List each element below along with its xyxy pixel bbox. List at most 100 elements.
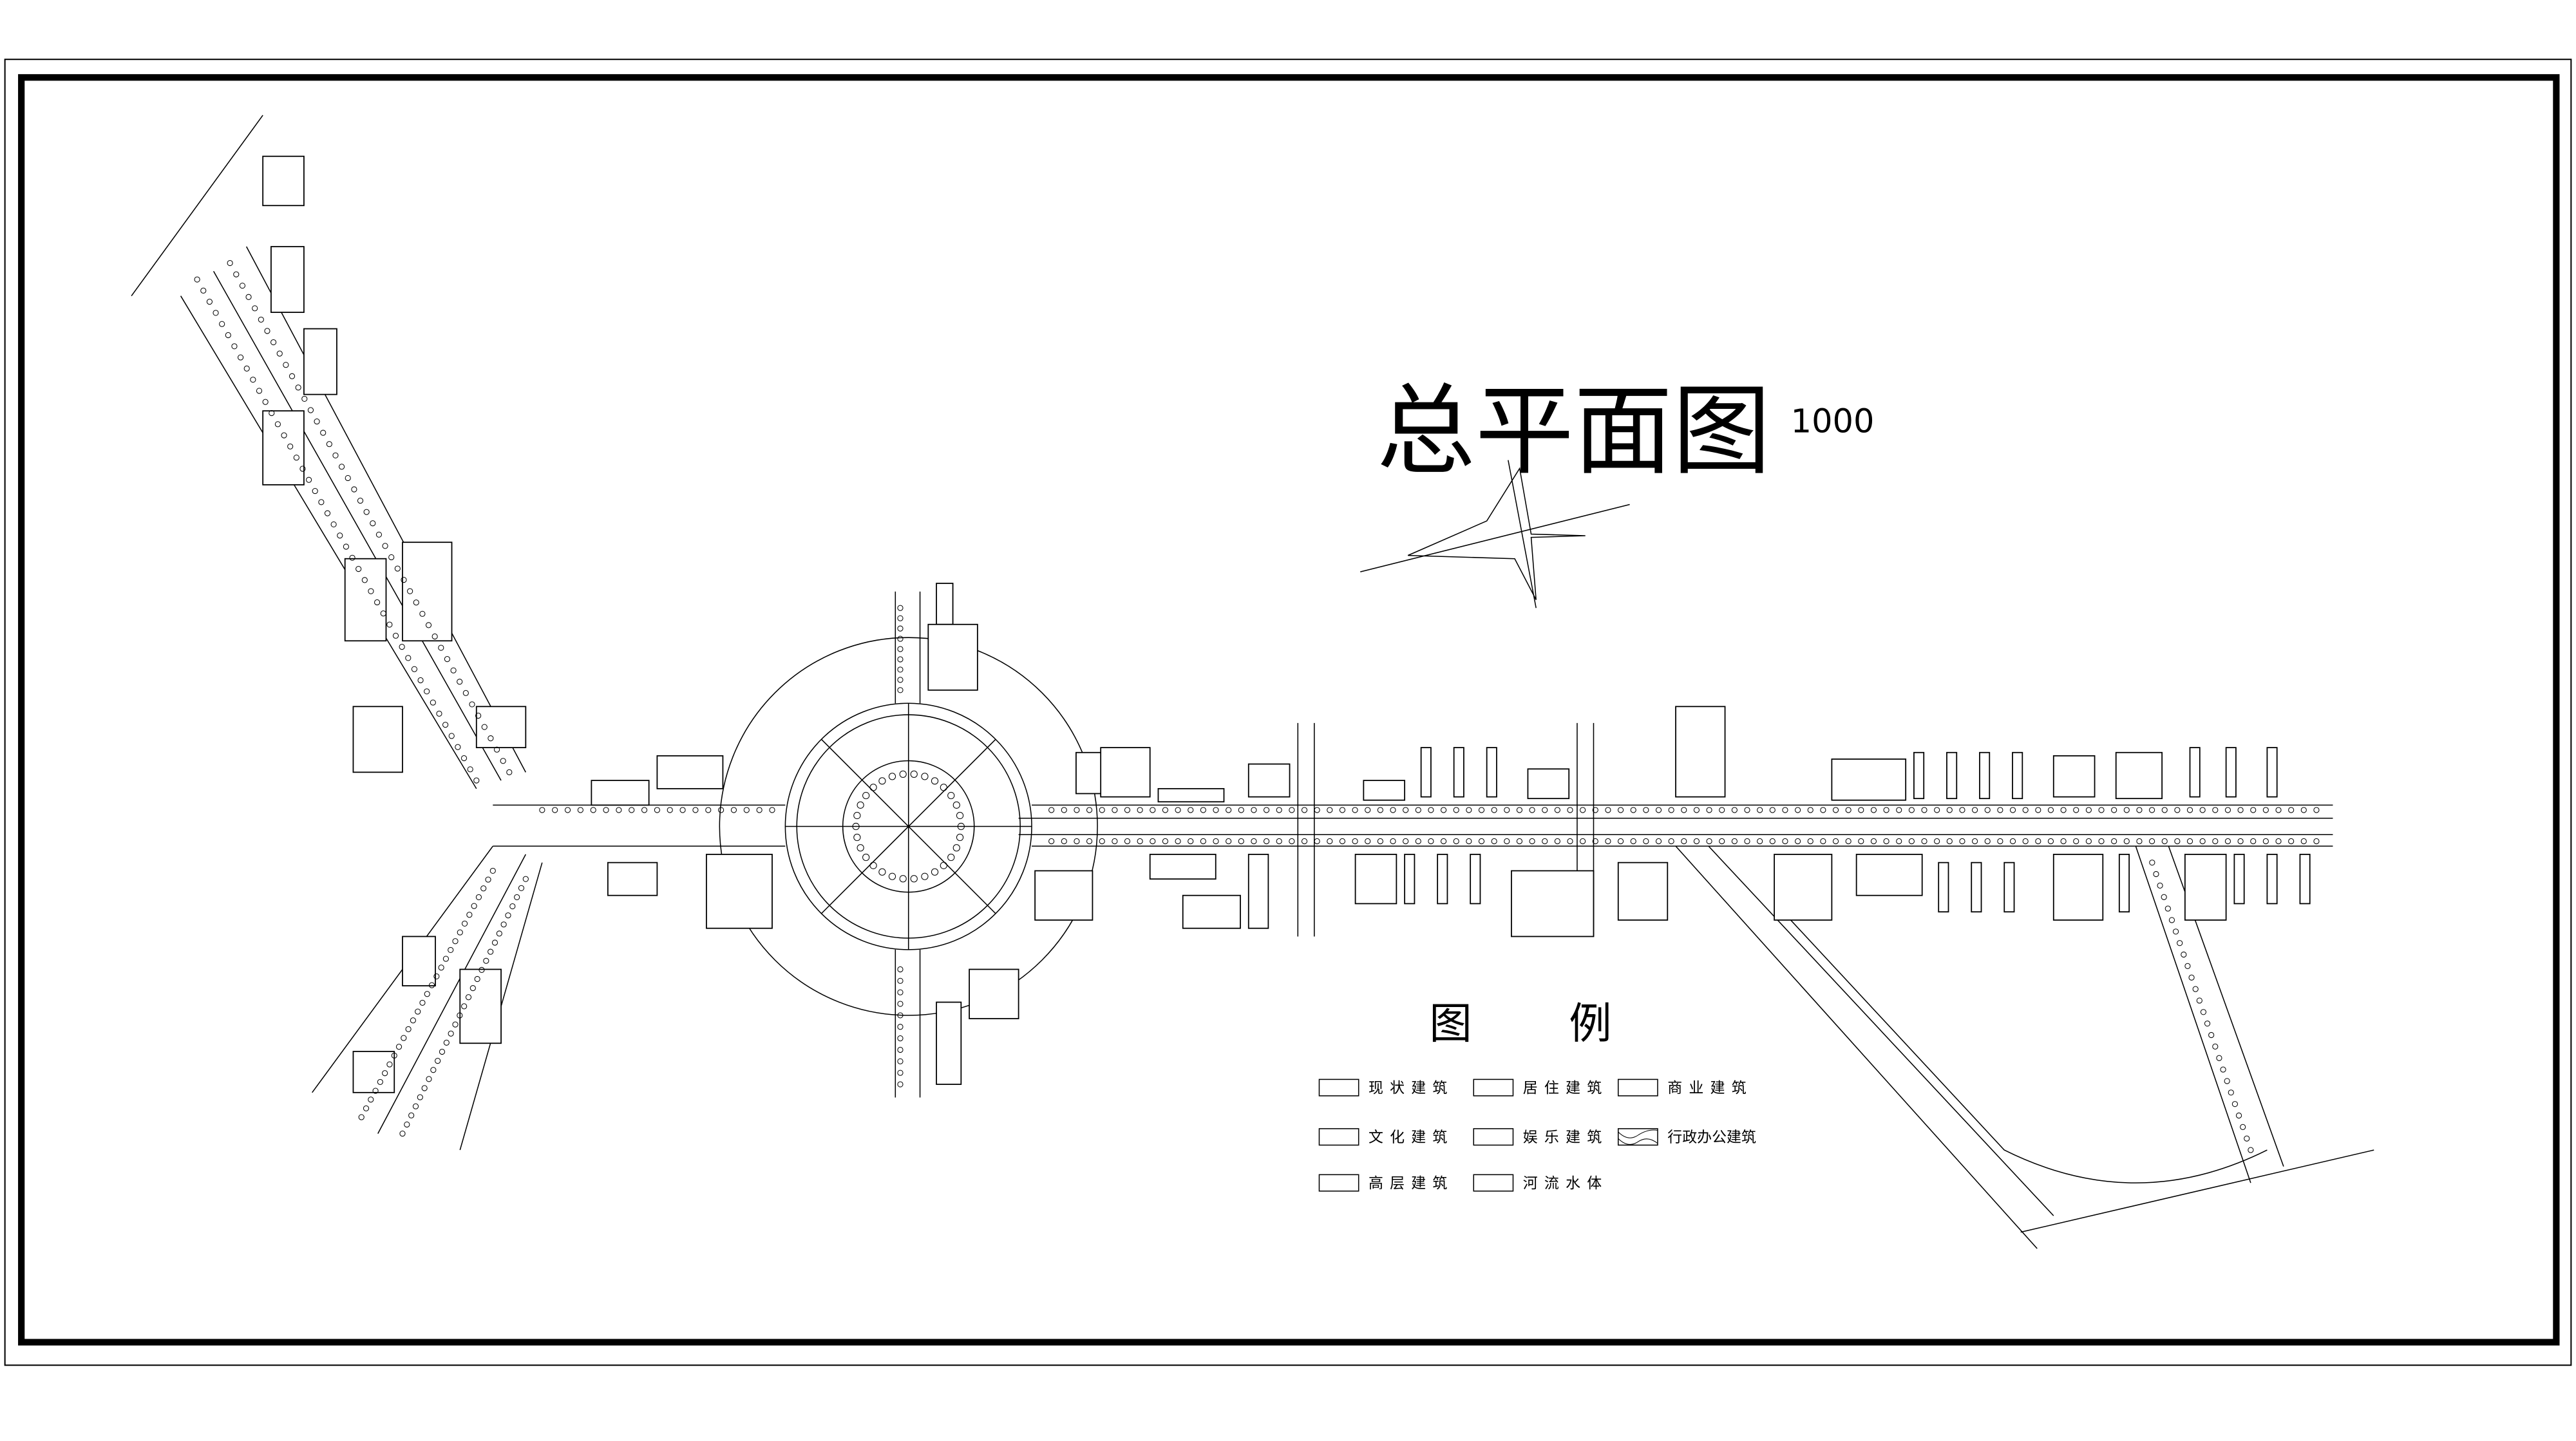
tree — [372, 1088, 379, 1094]
tree — [956, 833, 964, 842]
tree — [419, 999, 426, 1006]
tree — [1807, 807, 1814, 813]
tree — [1820, 838, 1826, 845]
tree — [2111, 807, 2117, 813]
legend-item: 行政办公建筑 — [1617, 1128, 1756, 1145]
tree — [1794, 807, 1801, 813]
compass-rose-icon — [1360, 460, 1630, 608]
tree — [206, 299, 213, 305]
tree — [931, 868, 939, 876]
tree — [1959, 838, 1965, 845]
tree — [2123, 838, 2130, 845]
tree — [1428, 807, 1434, 813]
tree — [339, 464, 345, 470]
tree — [1137, 807, 1143, 813]
legend-swatch — [1617, 1078, 1658, 1097]
tree — [305, 476, 312, 483]
tree — [1668, 807, 1674, 813]
tree — [330, 521, 337, 528]
tree — [1719, 807, 1725, 813]
tree — [1681, 838, 1687, 845]
tree — [1757, 807, 1763, 813]
tree — [1782, 838, 1788, 845]
legend-item: 高层建筑 — [1318, 1174, 1447, 1192]
building — [656, 755, 724, 789]
tree — [439, 1048, 446, 1055]
tree — [947, 853, 955, 862]
legend-title-left: 图 — [1429, 999, 1472, 1049]
building — [475, 706, 527, 748]
tree — [2153, 871, 2159, 878]
tree — [386, 1061, 393, 1068]
tree — [1946, 838, 1953, 845]
building — [927, 623, 978, 691]
tree — [1403, 807, 1409, 813]
tree — [1542, 838, 1548, 845]
tree — [1466, 838, 1472, 845]
tree — [2199, 838, 2206, 845]
tree — [853, 833, 861, 842]
building — [607, 862, 658, 896]
tree — [493, 746, 500, 753]
tree — [1504, 807, 1510, 813]
tree — [1807, 838, 1814, 845]
tree — [382, 543, 388, 549]
tree — [258, 316, 264, 323]
tree — [718, 807, 724, 813]
tree — [408, 1112, 415, 1118]
tree — [1655, 838, 1662, 845]
tree — [1327, 807, 1333, 813]
tree — [237, 354, 244, 361]
tree — [475, 712, 482, 719]
tree — [452, 1021, 459, 1028]
tree — [407, 588, 413, 594]
legend-item: 现状建筑 — [1318, 1078, 1447, 1097]
tree — [1415, 807, 1421, 813]
tree — [377, 1078, 383, 1085]
tree — [1314, 838, 1320, 845]
tree — [1580, 807, 1586, 813]
tree — [862, 853, 870, 862]
building — [1363, 780, 1406, 801]
tree — [245, 294, 252, 300]
tree — [1390, 838, 1396, 845]
tree — [1719, 838, 1725, 845]
building — [1971, 862, 1982, 913]
tree — [496, 930, 502, 937]
tree — [539, 807, 545, 813]
tree — [940, 862, 947, 869]
tree — [897, 989, 904, 995]
tree — [2216, 1055, 2222, 1061]
building — [1831, 758, 1907, 801]
tree — [897, 1024, 904, 1030]
building — [352, 1051, 395, 1093]
tree — [425, 622, 432, 628]
building — [1354, 854, 1397, 905]
tree — [399, 644, 405, 650]
tree — [2224, 838, 2231, 845]
tree — [457, 679, 463, 685]
tree — [500, 758, 506, 764]
tree — [878, 868, 886, 876]
tree — [1744, 807, 1750, 813]
tree — [469, 701, 475, 708]
tree — [1757, 838, 1763, 845]
tree — [2174, 838, 2181, 845]
building — [591, 780, 650, 806]
building — [2266, 747, 2278, 798]
tree — [419, 610, 426, 617]
tree — [363, 509, 370, 515]
tree — [343, 543, 350, 550]
building — [2012, 751, 2023, 800]
tree — [1339, 807, 1346, 813]
tree — [332, 452, 339, 458]
building — [270, 246, 305, 313]
tree — [337, 532, 343, 539]
tree — [1605, 838, 1611, 845]
tree — [2224, 1078, 2230, 1084]
tree — [430, 699, 436, 706]
tree — [552, 807, 558, 813]
legend-title-right: 例 — [1569, 999, 1611, 1049]
tree — [1908, 807, 1915, 813]
tree — [2060, 807, 2067, 813]
